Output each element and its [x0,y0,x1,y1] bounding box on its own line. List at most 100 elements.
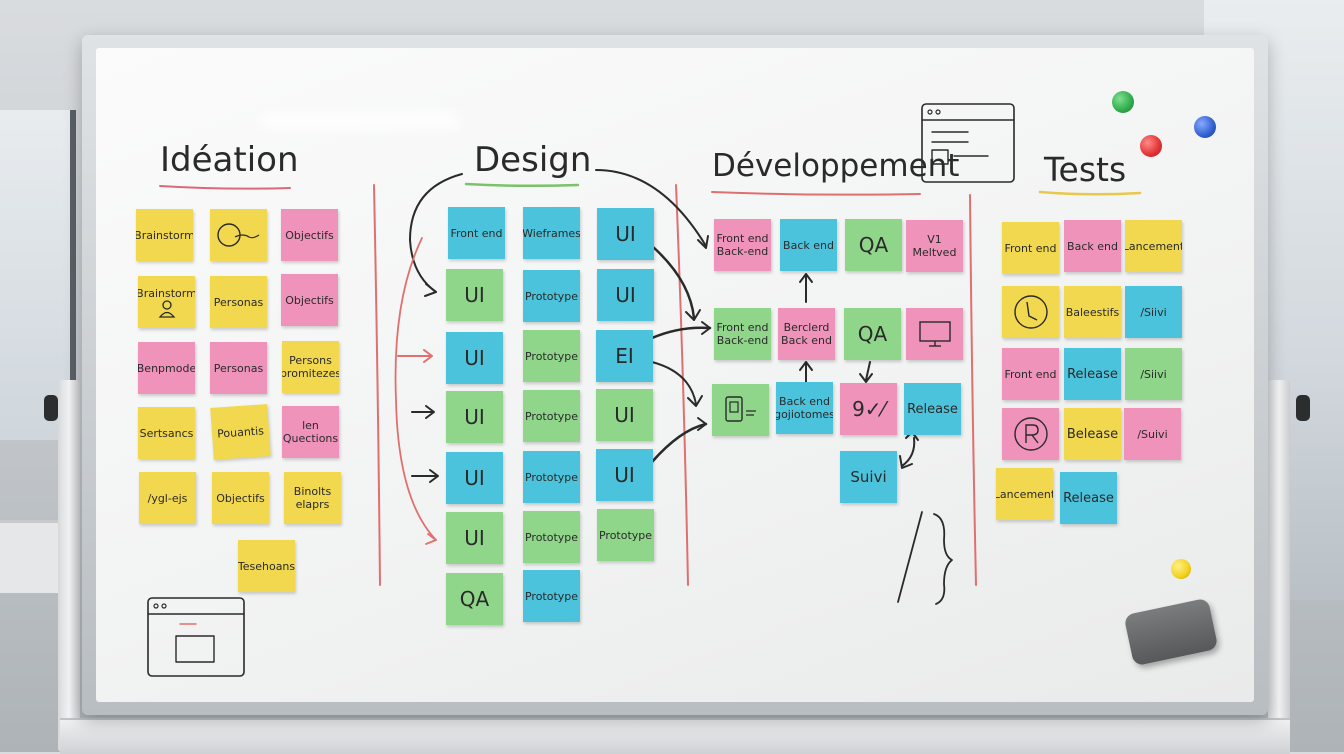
sticky-note: Front end Back-end [714,308,771,360]
sticky-note: /Siivi [1125,286,1182,338]
monitor-icon [918,321,951,347]
sticky-note: Belease [1064,408,1121,460]
sticky-note: Baleestifs [1064,286,1121,338]
sticky-note: EI [596,330,653,382]
arrow-row-4 [411,405,435,419]
magnet-blue [1194,116,1216,138]
sticky-note: Brainstorm [138,276,195,328]
bracket-sketch [897,511,923,603]
sticky-note-sketch [1002,408,1059,460]
browser-sketch-bottom [147,597,245,677]
sticky-note: Objectifs [281,209,338,261]
sticky-note: Front end [1002,348,1059,400]
sticky-note: Front end Back-end [714,219,771,271]
heading-developpement: Développement [712,148,960,184]
browser-sketch-top [921,103,1015,183]
sticky-note: Front end [1002,222,1059,274]
sticky-note: Prototype [523,270,580,322]
sticky-note-sketch [210,209,267,261]
sticky-note: Pouantis [210,404,271,460]
office-window-left [0,110,76,440]
marker-tray [60,718,1290,754]
stand-leg-right [1268,380,1290,752]
sticky-note: Persons promitezes [282,341,339,393]
sticky-note: Front end [448,207,505,259]
flow-curve-design [409,173,463,293]
sticky-note: Release [904,383,961,435]
arrow-design-dev-1 [595,169,707,247]
sticky-note: UI [597,208,654,260]
sticky-note: UI [446,512,503,564]
sticky-note-sketch [1002,286,1059,338]
divider-line-1 [373,184,381,586]
arrow-design-dev-3 [650,326,712,340]
sticky-note: UI [446,332,503,384]
divider-line-3 [969,194,977,586]
sticky-note: Personas [210,276,267,328]
sticky-note: Release [1064,348,1121,400]
sticky-note: Prototype [523,390,580,442]
sticky-note: UI [596,449,653,501]
sticky-note: QA [845,219,902,271]
heading-tests: Tests [1044,150,1127,189]
arrow-design-dev-2 [650,244,696,320]
flow-curve-red [394,237,437,541]
sticky-note-sketch [906,308,963,360]
arrow-dev-down [859,361,873,383]
sticky-note: Binolts elaprs [284,472,341,524]
sticky-note: Prototype [523,570,580,622]
sticky-note: Sertsancs [138,407,195,459]
sticky-note: /ygl-ejs [139,472,196,524]
sticky-note: /Suivi [1124,408,1181,460]
heading-ideation: Idéation [160,140,299,180]
sticky-note: 9✓⁄ [840,383,897,435]
stand-knob-left [44,395,58,421]
person-icon [158,299,175,318]
heading-design: Design [474,140,592,180]
sticky-note: UI [446,452,503,504]
clock-icon [1013,295,1048,329]
sticky-note: Prototype [523,511,580,563]
sticky-note: Lancement [1125,220,1182,272]
device-icon [724,396,756,422]
sticky-note: Brainstorm [136,209,193,261]
arrow-release-suivi [899,431,919,469]
note-text: Brainstorm [138,286,195,300]
sticky-note: Objectifs [281,274,338,326]
underline-tests [1038,190,1142,196]
stand-leg-left [58,380,80,752]
sticky-note: Back end gojiotomes [776,382,833,434]
sticky-note: Wieframes [523,207,580,259]
sticky-note: Prototype [523,451,580,503]
stand-knob-right [1296,395,1310,421]
sticky-note: UI [446,391,503,443]
sticky-note: QA [844,308,901,360]
sticky-note-sketch [712,384,769,436]
sticky-note: Prototype [597,509,654,561]
arrow-dev-up-2 [799,361,813,383]
magnet-yellow [1171,559,1191,579]
sticky-note: Release [1060,472,1117,524]
sticky-note: Benpmode [138,342,195,394]
sticky-note: Back end [1064,220,1121,272]
sticky-note: UI [597,269,654,321]
divider-line-2 [675,184,689,586]
arrow-row-5 [411,469,439,483]
sticky-note: UI [446,269,503,321]
magnet-green [1112,91,1134,113]
sticky-note: UI [596,389,653,441]
arrow-design-dev-5 [650,422,708,464]
sticky-note: Back end [780,219,837,271]
sticky-note: Tesehoans [238,540,295,592]
sticky-note: /Siivi [1125,348,1182,400]
underline-design [464,182,580,188]
arrow-row-3 [397,349,433,363]
arrow-design-dev-4 [651,361,697,405]
arrow-dev-up-1 [799,273,813,303]
underline-dev [711,191,921,196]
sticky-note: len Quections [282,406,339,458]
sticky-note: QA [446,573,503,625]
sticky-note: Suivi [840,451,897,503]
magnet-red [1140,135,1162,157]
sticky-note: Objectifs [212,472,269,524]
